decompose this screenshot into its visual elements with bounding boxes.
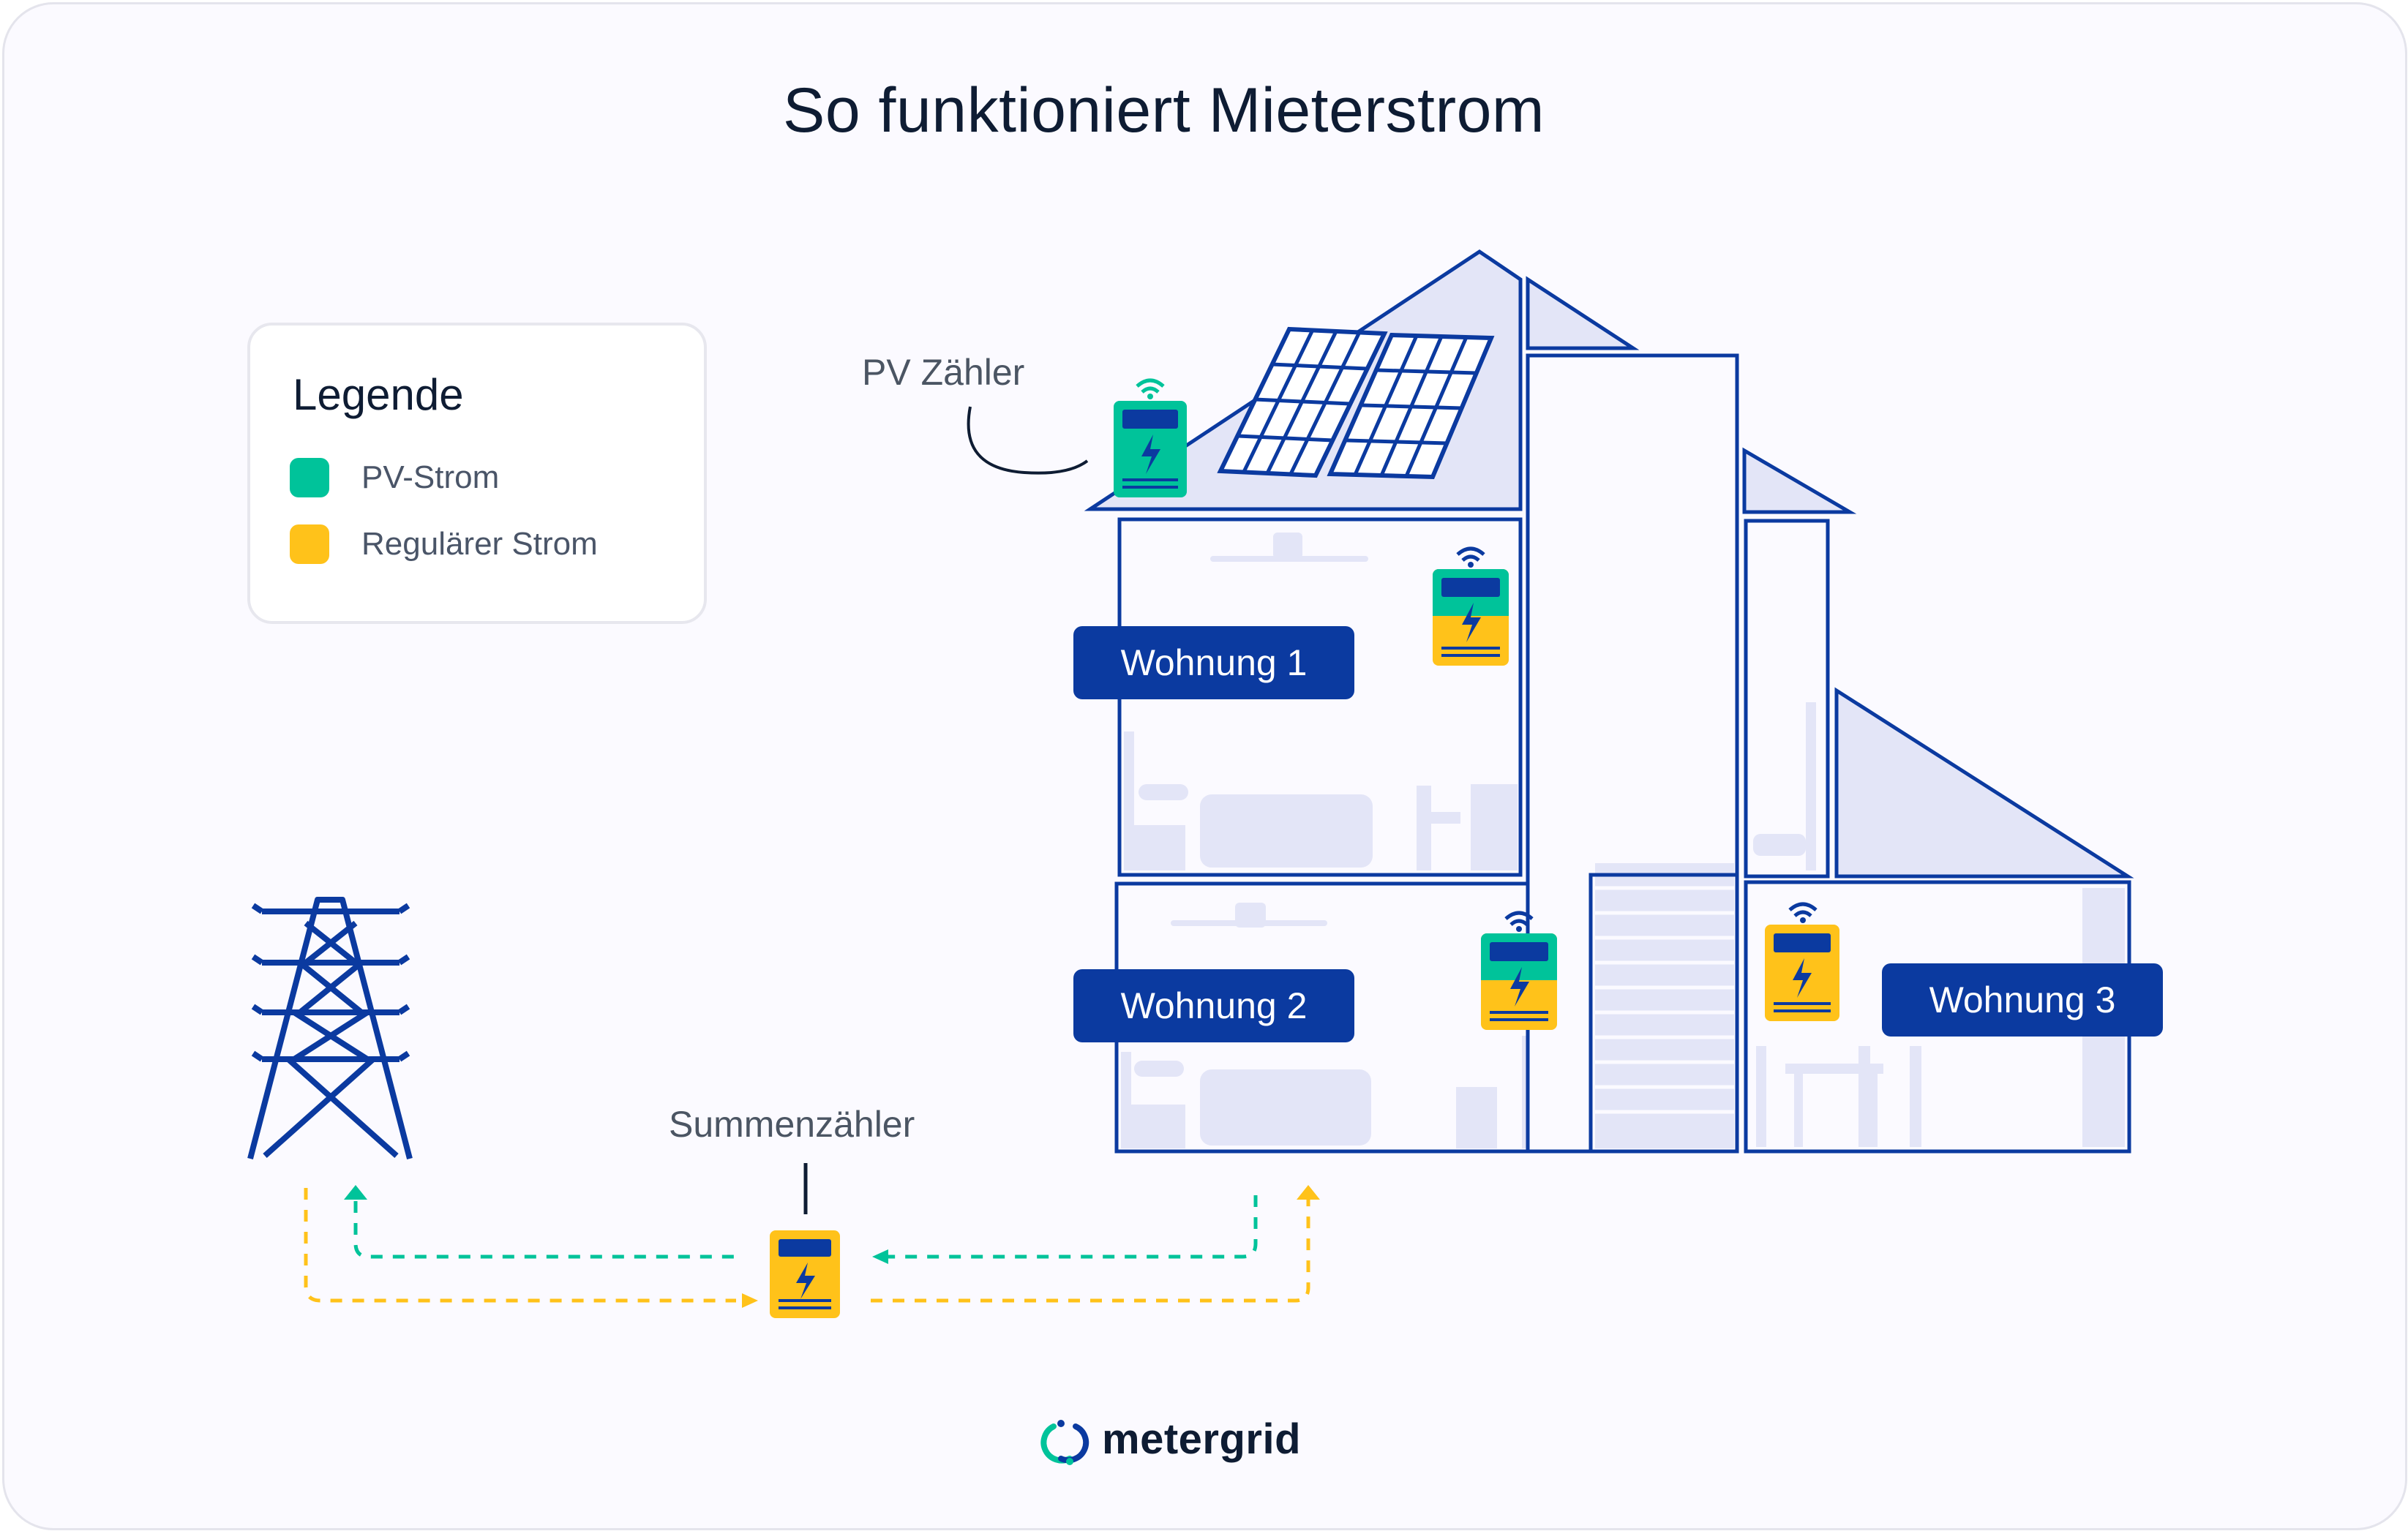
- pv-meter-connector: [967, 406, 1089, 475]
- legend-label-grid: Regulärer Strom: [361, 526, 598, 562]
- badge-wohnung-1: Wohnung 1: [1073, 626, 1354, 699]
- pv-meter-label: PV Zähler: [862, 352, 1025, 393]
- solar-panel-2: [1327, 332, 1495, 480]
- solar-panel-1: [1217, 326, 1388, 478]
- grid-flow-to-meter: [304, 1188, 736, 1303]
- sum-meter-label: Summenzähler: [669, 1104, 915, 1145]
- legend-item-pv-strom: PV-Strom: [290, 457, 499, 498]
- roof-peak-small: [1526, 276, 1640, 350]
- pv-flow-from-house: [884, 1195, 1258, 1259]
- stairs: [1595, 863, 1734, 1148]
- roof-right-small: [1742, 447, 1857, 514]
- legend-label-pv: PV-Strom: [361, 459, 500, 495]
- power-pylon-icon: [247, 897, 413, 1160]
- metergrid-logo-icon: [1040, 1420, 1089, 1465]
- meter-wohnung-2-icon: [1481, 911, 1557, 1030]
- pv-meter-icon: [1114, 378, 1187, 497]
- arrowhead-left-green: [872, 1249, 888, 1264]
- arrowhead-right-yellow: [742, 1293, 758, 1308]
- sum-meter-icon: [770, 1230, 840, 1318]
- pv-swatch: [290, 458, 329, 497]
- pv-flow-to-grid: [353, 1201, 742, 1259]
- legend-title: Legende: [293, 370, 464, 419]
- legend-item-regulaer: Regulärer Strom: [290, 524, 598, 565]
- roof-right-large: [1834, 687, 2134, 879]
- flow-arrows: [304, 1188, 1310, 1303]
- arrowhead-up-green: [344, 1185, 367, 1200]
- badge-wohnung-3: Wohnung 3: [1882, 963, 2163, 1037]
- arrowhead-up-yellow: [1297, 1185, 1320, 1200]
- metergrid-logo: metergrid: [1042, 1415, 1301, 1464]
- page-title: So funktioniert Mieterstrom: [782, 75, 1545, 146]
- grid-flow-to-house: [871, 1198, 1310, 1303]
- badge-wohnung-2: Wohnung 2: [1073, 969, 1354, 1042]
- grid-swatch: [290, 524, 329, 564]
- legend-box: Legende: [247, 323, 707, 624]
- brand-name: metergrid: [1102, 1415, 1302, 1463]
- furniture-w1: [1124, 533, 1518, 870]
- meter-wohnung-3-icon: [1765, 902, 1839, 1021]
- meter-wohnung-1-icon: [1433, 546, 1509, 666]
